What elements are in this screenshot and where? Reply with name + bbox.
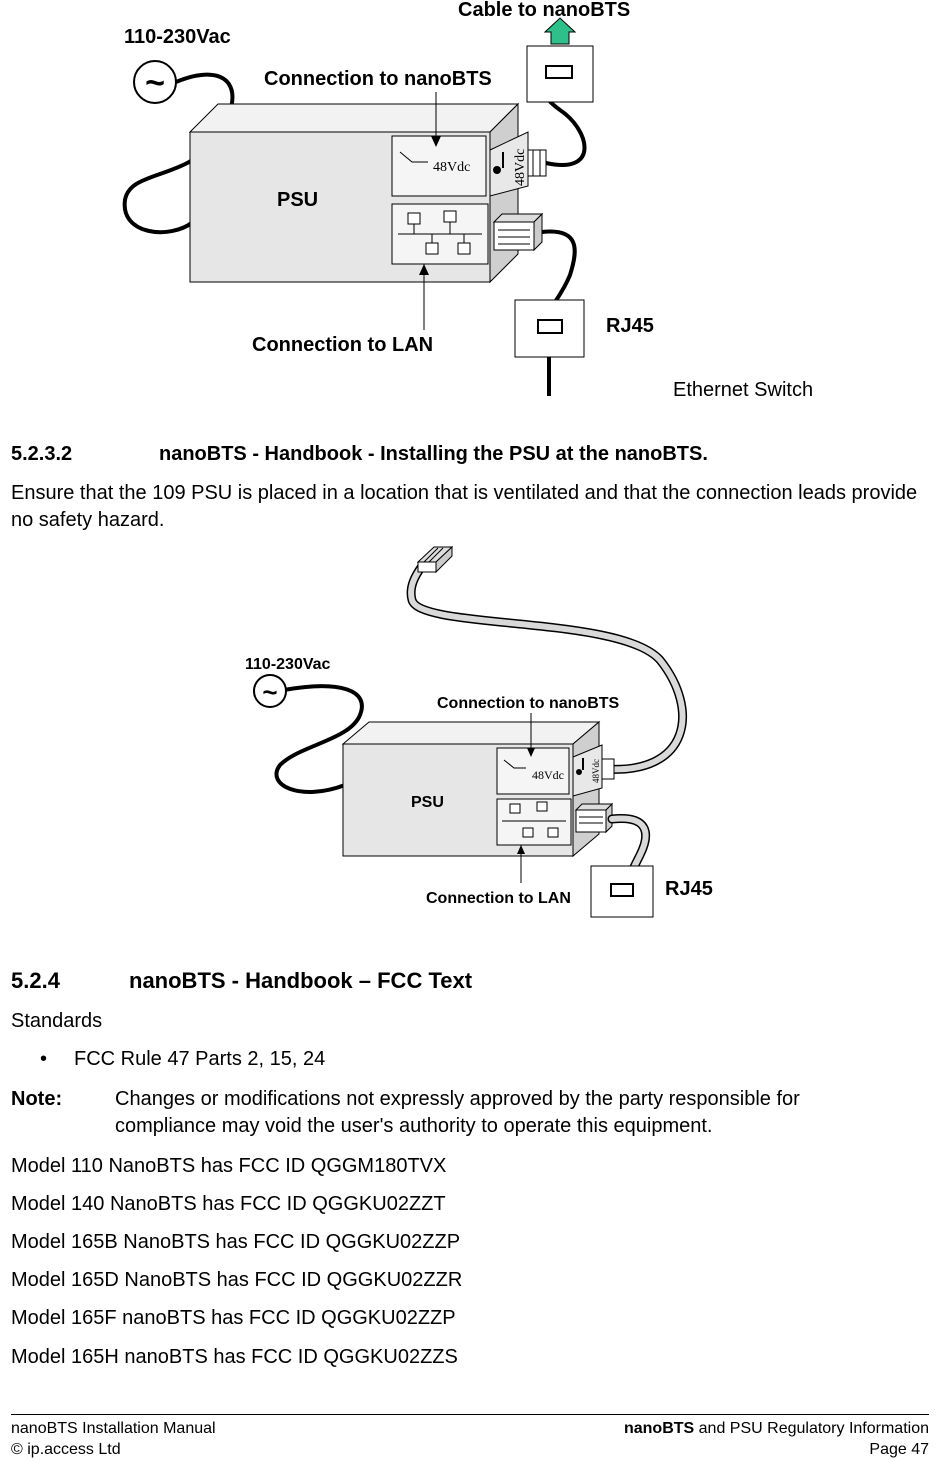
up-arrow-icon — [543, 17, 577, 45]
supply-voltage-label: 110-230Vac — [245, 656, 331, 673]
model-line: Model 165D NanoBTS has FCC ID QGGKU02ZZR — [11, 1269, 463, 1291]
section-body: Ensure that the 109 PSU is placed in a l… — [11, 482, 918, 531]
section-number: 5.2.4 — [11, 968, 60, 993]
rj45-label: RJ45 — [606, 315, 654, 337]
dc-output-label: 48Vdc — [433, 160, 470, 175]
footer-section-title: nanoBTS and PSU Regulatory Information — [624, 1418, 929, 1439]
bullet-icon: • — [40, 1048, 48, 1070]
section-title: nanoBTS - Handbook - Installing the PSU … — [159, 443, 708, 465]
psu-unit: 48Vdc 48Vdc — [341, 720, 615, 858]
mains-cable — [274, 684, 364, 794]
psu-connection-diagram-1: ~ 110-230Vac 48Vdc 48Vdc — [122, 0, 813, 401]
ethernet-switch-label: Ethernet Switch — [673, 379, 813, 401]
ac-supply-icon: ~ — [253, 674, 287, 708]
model-line: Model 140 NanoBTS has FCC ID QGGKU02ZZT — [11, 1193, 446, 1215]
page-footer: nanoBTS Installation Manual nanoBTS and … — [11, 1414, 929, 1460]
ethernet-switch-box — [590, 865, 654, 918]
model-line: Model 165B NanoBTS has FCC ID QGGKU02ZZP — [11, 1231, 461, 1253]
nanobts-port-box — [526, 45, 594, 103]
svg-text:~: ~ — [262, 677, 277, 707]
connection-to-lan-label: Connection to LAN — [252, 334, 433, 356]
model-line: Model 110 NanoBTS has FCC ID QGGM180TVX — [11, 1155, 447, 1177]
dc-output-label: 48Vdc — [532, 768, 564, 782]
model-line: Model 165F nanoBTS has FCC ID QGGKU02ZZP — [11, 1307, 456, 1329]
note-label: Note: — [11, 1088, 63, 1110]
note-text: Changes or modifications not expressly a… — [115, 1088, 800, 1137]
psu-label: PSU — [277, 189, 318, 211]
section-title: nanoBTS - Handbook – FCC Text — [129, 968, 473, 993]
footer-section-rest: and PSU Regulatory Information — [694, 1420, 929, 1437]
dc-side-label: 48Vdc — [513, 149, 528, 186]
psu-connection-diagram-2: ~ 110-230Vac 48Vdc 48Vdc PSU Connection … — [245, 545, 713, 918]
section-heading-524: 5.2.4 nanoBTS - Handbook – FCC Text — [11, 968, 472, 994]
ac-supply-icon: ~ — [133, 60, 177, 104]
rj45-label: RJ45 — [665, 878, 713, 900]
cable-to-nanobts-label: Cable to nanoBTS — [458, 0, 630, 21]
section-heading-5232: 5.2.3.2 nanoBTS - Handbook - Installing t… — [11, 443, 708, 466]
svg-text:~: ~ — [145, 64, 165, 102]
model-line: Model 165H nanoBTS has FCC ID QGGKU02ZZS — [11, 1346, 458, 1368]
footer-page-number: Page 47 — [869, 1441, 929, 1458]
bullet-text: FCC Rule 47 Parts 2, 15, 24 — [74, 1048, 326, 1070]
connection-to-lan-label: Connection to LAN — [426, 890, 571, 907]
section-number: 5.2.3.2 — [11, 443, 73, 465]
psu-label: PSU — [411, 794, 444, 811]
footer-manual-title: nanoBTS Installation Manual — [11, 1420, 216, 1437]
psu-unit: 48Vdc 48Vdc — [188, 102, 547, 284]
footer-copyright: © ip.access Ltd — [11, 1441, 121, 1458]
mains-cable — [122, 72, 235, 235]
dc-side-label: 48Vdc — [591, 759, 601, 783]
standards-label: Standards — [11, 1010, 103, 1032]
ethernet-switch-box — [514, 299, 585, 396]
footer-bold-product: nanoBTS — [623, 1420, 695, 1437]
connection-to-nanobts-label: Connection to nanoBTS — [437, 695, 620, 712]
bullet-item: • FCC Rule 47 Parts 2, 15, 24 — [40, 1046, 325, 1073]
note-block: Note: Changes or modifications not expre… — [11, 1086, 931, 1140]
connection-to-nanobts-label: Connection to nanoBTS — [264, 68, 492, 90]
supply-voltage-label: 110-230Vac — [124, 26, 231, 48]
nanobts-plug — [416, 545, 454, 574]
